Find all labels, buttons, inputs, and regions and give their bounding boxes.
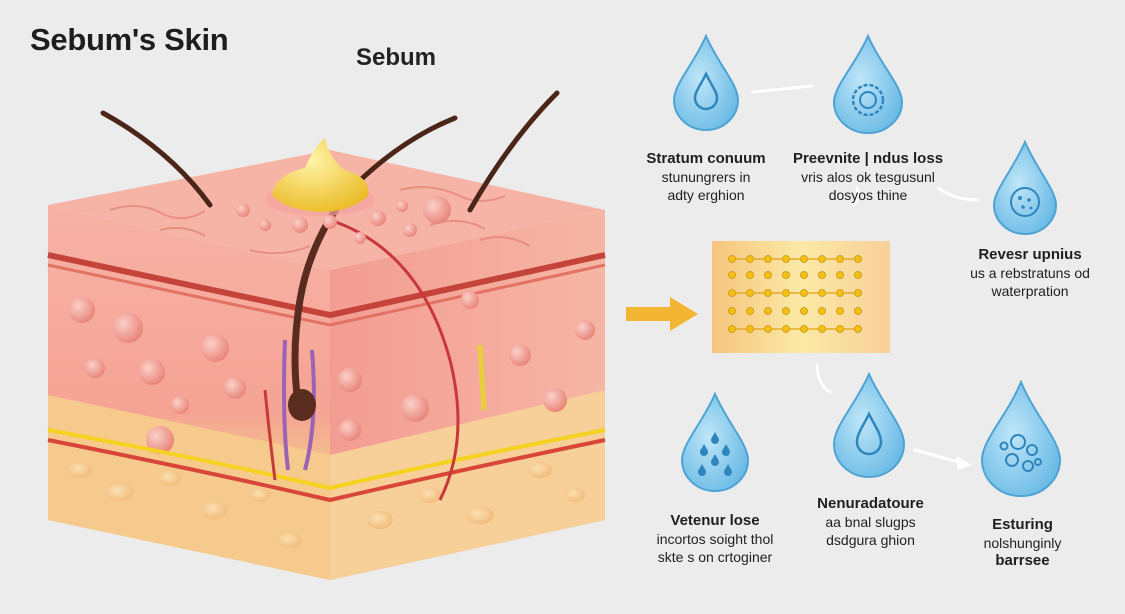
caption-prevent-line2: dosyos thine xyxy=(828,187,908,203)
sebum-label: Sebum xyxy=(356,44,437,71)
hair-strand-right xyxy=(467,90,560,213)
caption-reves-line1: us a rebstratuns od xyxy=(970,265,1090,281)
caption-stratum: Stratum conuum stunungrers in adty erghi… xyxy=(636,150,776,204)
molecule-drop-icon xyxy=(980,380,1062,497)
water-drop-icon-2 xyxy=(832,372,906,478)
caption-stratum-head: Stratum conuum xyxy=(646,150,766,167)
caption-prevent: Preevnite | ndus loss vris alos ok tesgu… xyxy=(788,150,948,204)
caption-esturing-line2: barrsee xyxy=(995,552,1050,569)
pore-bubbles xyxy=(236,196,451,244)
caption-nenur-line1: aa bnal slugps xyxy=(825,514,916,530)
caption-vetenur-line1: incortos soight thol xyxy=(656,531,774,547)
caption-vetenur: Vetenur lose incortos soight thol skte s… xyxy=(640,512,790,566)
epidermis-band-front xyxy=(47,252,606,319)
caption-nenur: Nenuradatoure aa bnal slugps dsdgura ghi… xyxy=(798,495,943,549)
arrow-right-icon xyxy=(626,297,698,331)
dermis-cells xyxy=(69,291,595,454)
nerve-yellow xyxy=(47,428,606,491)
caption-vetenur-line2: skte s on crtoginer xyxy=(657,549,773,565)
caption-reves-head: Revesr upnius xyxy=(978,246,1082,263)
droplets-icon xyxy=(680,392,750,492)
caption-stratum-line1: stunungrers in xyxy=(661,169,751,185)
surface-cracks xyxy=(109,186,531,255)
caption-vetenur-head: Vetenur lose xyxy=(670,512,760,529)
caption-reves-line2: waterpration xyxy=(991,283,1069,299)
sebum-droplet xyxy=(265,138,375,216)
cell-drop-icon xyxy=(832,34,904,134)
page-title: Sebum's Skin xyxy=(30,22,229,57)
particle-drop-icon xyxy=(992,140,1058,235)
caption-nenur-line2: dsdgura ghion xyxy=(826,532,915,548)
caption-stratum-line2: adty erghion xyxy=(667,187,745,203)
caption-esturing: Esturing nolshunginly barrsee xyxy=(960,516,1085,570)
caption-prevent-line1: vris alos ok tesgusunl xyxy=(801,169,935,185)
caption-prevent-head: Preevnite | ndus loss xyxy=(792,150,944,167)
lipid-molecules xyxy=(728,255,862,333)
fat-layer-side xyxy=(330,390,605,580)
caption-esturing-head: Esturing xyxy=(992,516,1053,533)
water-drop-icon xyxy=(672,34,740,131)
blood-vessel-red xyxy=(47,438,606,503)
caption-reves: Revesr upnius us a rebstratuns od waterp… xyxy=(950,246,1110,300)
caption-esturing-line1: nolshunginly xyxy=(983,535,1062,551)
skin-cross-section xyxy=(47,90,606,580)
fat-cells xyxy=(68,462,585,548)
lipid-barrier-panel xyxy=(712,241,890,353)
caption-nenur-head: Nenuradatoure xyxy=(817,495,924,512)
hair-strand-left xyxy=(100,110,213,208)
fat-layer-front xyxy=(48,395,330,580)
